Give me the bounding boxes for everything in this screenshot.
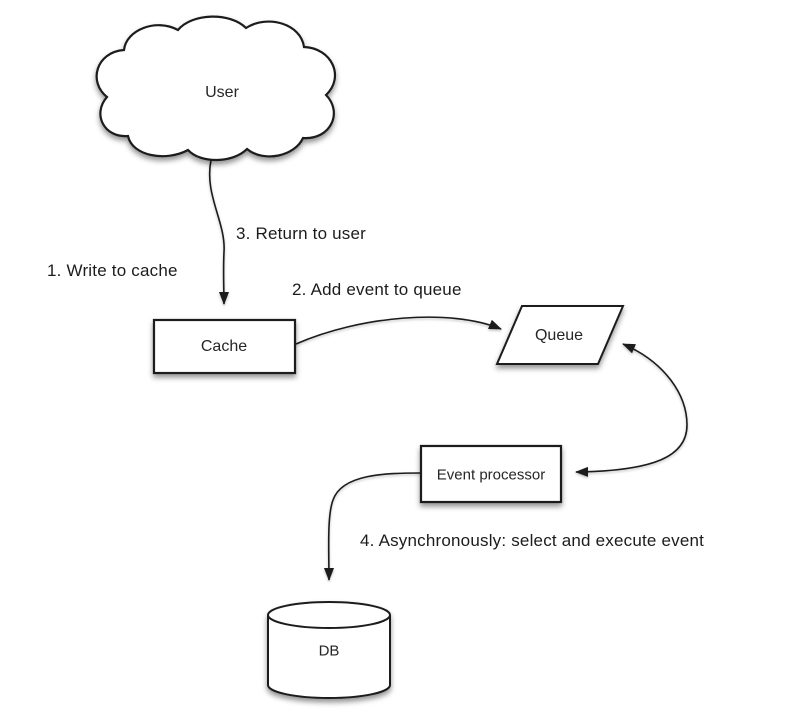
edge-cache-to-queue (295, 316, 502, 345)
edge-event-processor-to-db (323, 472, 423, 581)
label-step-2-add-event-to-queue: 2. Add event to queue (292, 280, 462, 299)
edge-queue-event-processor (575, 343, 688, 477)
queue-node-label: Queue (534, 327, 584, 344)
queue-parallelogram-shape (495, 305, 625, 365)
edge-user-to-cache (208, 159, 229, 305)
label-step-3-return-to-user: 3. Return to user (236, 224, 367, 243)
event-processor-box-shape (419, 444, 563, 504)
user-cloud-shape (95, 15, 337, 162)
label-step-1-write-to-cache: 1. Write to cache (47, 261, 178, 280)
event-processor-node-label: Event processor (436, 466, 546, 484)
cache-node-label: Cache (200, 338, 248, 355)
user-node-label: User (205, 84, 239, 101)
label-step-4-asynchronously-select-and-execute: 4. Asynchronously: select and execute ev… (360, 531, 705, 550)
db-cylinder-shape (267, 601, 391, 699)
db-node-label: DB (318, 642, 340, 660)
cache-box-shape (152, 318, 297, 375)
